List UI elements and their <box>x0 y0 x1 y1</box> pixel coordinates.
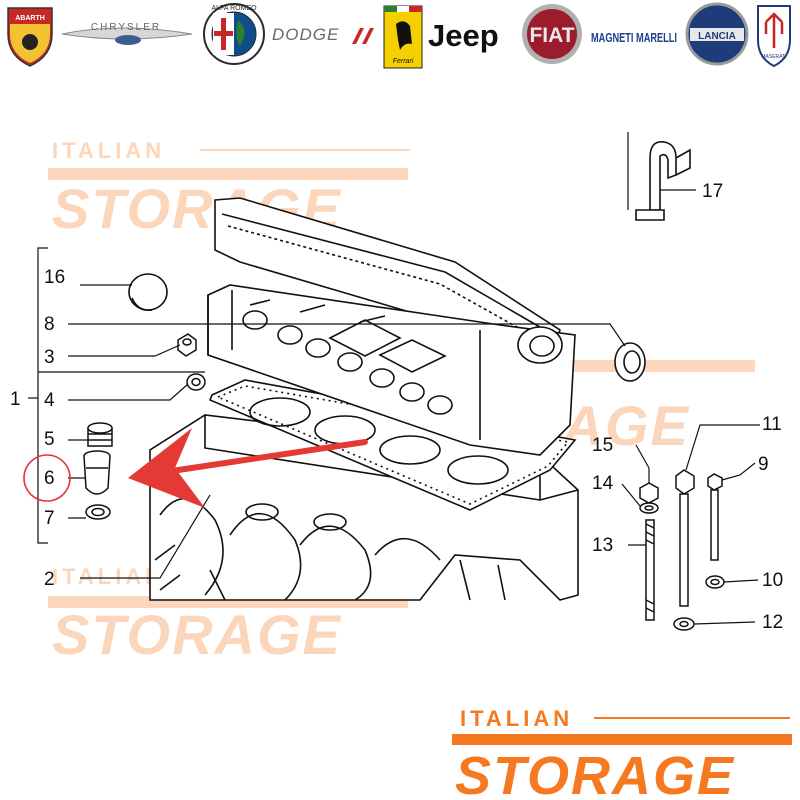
highlight-arrow-shaft <box>162 439 368 475</box>
svg-text:DODGE: DODGE <box>272 25 339 44</box>
callout-6: 6 <box>44 468 55 489</box>
part-5-threaded-sleeve <box>87 422 113 447</box>
svg-text:Jeep: Jeep <box>428 18 499 53</box>
svg-text:ABARTH: ABARTH <box>15 15 45 22</box>
maserati-logo: MASERATI <box>757 5 791 68</box>
watermark-bottom: ITALIAN STORAGE <box>48 564 410 666</box>
svg-text:FIAT: FIAT <box>529 24 574 47</box>
part-11-bolt <box>675 469 695 607</box>
lancia-logo: LANCIA <box>685 2 749 66</box>
callout-16: 16 <box>44 267 65 288</box>
fiat-logo: FIAT <box>522 4 582 64</box>
highlight-circle <box>23 454 71 502</box>
part-3-nut <box>177 333 197 357</box>
callout-3: 3 <box>44 347 55 368</box>
ferrari-logo: Ferrari <box>383 5 423 69</box>
callout-11: 11 <box>762 414 782 435</box>
callout-8: 8 <box>44 314 55 335</box>
svg-text:Ferrari: Ferrari <box>393 58 414 65</box>
head-gasket <box>208 379 577 511</box>
watermark-top: ITALIAN STORAGE <box>48 138 410 240</box>
callout-9: 9 <box>758 454 769 475</box>
part-4-ring <box>186 373 206 391</box>
part-15-nut <box>639 482 659 504</box>
callout-1: 1 <box>10 389 21 410</box>
svg-text:ALFA ROMEO: ALFA ROMEO <box>211 5 257 12</box>
magneti-marelli-logo: MAGNETI MARELLI <box>590 10 678 60</box>
footer-logo-bottom: STORAGE <box>455 746 735 800</box>
callout-4: 4 <box>44 390 55 411</box>
part-13-stud <box>645 519 655 621</box>
alfa-romeo-logo: ALFA ROMEO <box>203 3 265 65</box>
callout-12: 12 <box>762 612 783 633</box>
svg-text:MAGNETI MARELLI: MAGNETI MARELLI <box>591 30 677 45</box>
highlight-marker <box>23 428 368 508</box>
jeep-logo: Jeep <box>428 18 499 53</box>
svg-text:ITALIAN: ITALIAN <box>52 564 165 589</box>
highlight-arrow-head <box>128 428 205 508</box>
part-6-injector-sleeve <box>83 450 111 495</box>
callout-17: 17 <box>702 181 723 202</box>
callout-labels: 1 2 3 4 5 6 7 8 9 10 11 12 13 14 15 16 1… <box>10 181 783 633</box>
part-16-cap-plug <box>128 273 168 312</box>
svg-text:ITALIAN: ITALIAN <box>52 138 165 163</box>
part-14-washer <box>639 502 659 514</box>
part-9-bolt <box>707 473 723 561</box>
footer-logo-top: ITALIAN <box>460 706 573 731</box>
callout-15: 15 <box>592 435 613 456</box>
callout-10: 10 <box>762 570 783 591</box>
callout-13: 13 <box>592 535 613 556</box>
abarth-logo: ABARTH <box>7 7 53 67</box>
callout-14: 14 <box>592 473 614 494</box>
leader-lines <box>28 132 760 625</box>
part-7-washer <box>85 504 111 520</box>
svg-text:CHRYSLER: CHRYSLER <box>91 22 161 33</box>
dodge-logo: DODGE <box>272 25 374 44</box>
part-8-ring <box>614 342 646 382</box>
cylinder-head <box>207 197 576 456</box>
footer-logo: ITALIAN STORAGE <box>452 706 792 800</box>
part-10-washer <box>705 575 725 589</box>
part-12-washer <box>673 617 695 631</box>
callout-7: 7 <box>44 508 55 529</box>
callout-5: 5 <box>44 429 55 450</box>
chrysler-logo: CHRYSLER <box>61 22 193 45</box>
svg-text:STORAGE: STORAGE <box>52 603 342 666</box>
svg-text:LANCIA: LANCIA <box>698 31 736 42</box>
svg-text:MASERATI: MASERATI <box>761 54 786 60</box>
part-17-bracket <box>635 141 691 221</box>
brand-strip: ABARTH CHRYSLER ALFA ROMEO DODGE <box>7 2 791 69</box>
callout-2: 2 <box>44 569 55 590</box>
